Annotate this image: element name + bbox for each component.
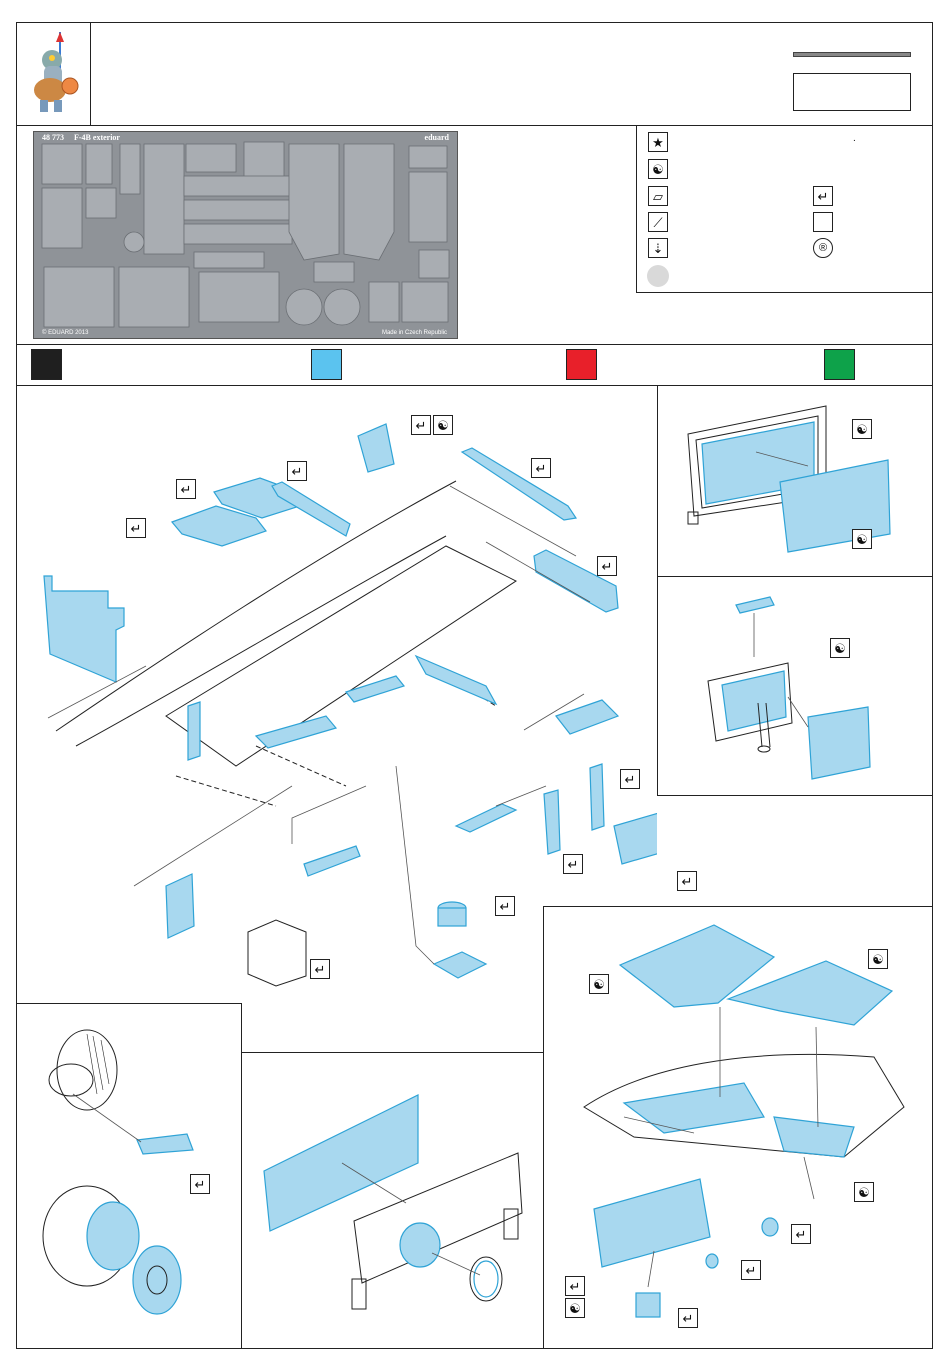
yin-yang-icon: ☯ [433,415,453,435]
grey-circle-icon [647,265,669,287]
blue-swatch [311,349,342,380]
glue-check-icon: ↵ [411,415,431,435]
header-divider [16,125,933,126]
red-swatch [566,349,597,380]
glue-check-icon: ↵ [176,479,196,499]
registered-r-icon: ® [813,238,833,258]
fret-parts [34,132,458,339]
eduard-knight-mascot [22,30,86,120]
yin-yang-icon: ☯ [868,949,888,969]
door-panel-drawing [658,386,933,576]
black-swatch [31,349,62,380]
glue-check-icon: ↵ [310,959,330,979]
glue-check-icon: ↵ [531,458,551,478]
right-panel-bottom [657,795,933,796]
yin-yang-icon: ☯ [830,638,850,658]
glue-check-icon: ↵ [791,1224,811,1244]
bend-curve-icon: ⟋ [648,212,668,232]
glue-check-icon: ↵ [126,518,146,538]
glue-check-icon: ↵ [287,461,307,481]
title-bar [793,52,911,57]
fold-part-icon: ▱ [648,186,668,206]
green-swatch [824,349,855,380]
yin-yang-icon: ☯ [852,529,872,549]
fret-divider [16,344,933,345]
glue-check-icon: ↵ [597,556,617,576]
glue-check-icon: ↵ [677,871,697,891]
yin-yang-icon: ☯ [854,1182,874,1202]
glue-check-icon: ↵ [741,1260,761,1280]
door-strut-drawing [242,1053,543,1349]
logo-divider [90,22,91,126]
glue-check-icon: ↵ [495,896,515,916]
drill-icon: ⇣ [648,238,668,258]
code-box [793,73,911,111]
glue-check-icon: ↵ [620,769,640,789]
glue-check-icon: ↵ [678,1308,698,1328]
glue-check-icon: ↵ [190,1174,210,1194]
glue-check-icon: ↵ [813,186,833,206]
instrument-bracket-drawing [658,577,933,795]
legend-dot: . [853,133,856,144]
glue-check-icon: ↵ [565,1276,585,1296]
glue-check-icon: ↵ [563,854,583,874]
yin-yang-icon: ☯ [565,1298,585,1318]
star-icon: ★ [648,132,668,152]
legend-left-border [636,125,637,292]
yin-yang-icon: ☯ [852,419,872,439]
legend-bottom-border [636,292,933,293]
yin-yang-icon: ☯ [648,159,668,179]
photo-etch-fret: 48 773 F-4B exterior eduard © EDUARD 201… [33,131,458,339]
yin-yang-icon: ☯ [589,974,609,994]
empty-box-icon [813,212,833,232]
